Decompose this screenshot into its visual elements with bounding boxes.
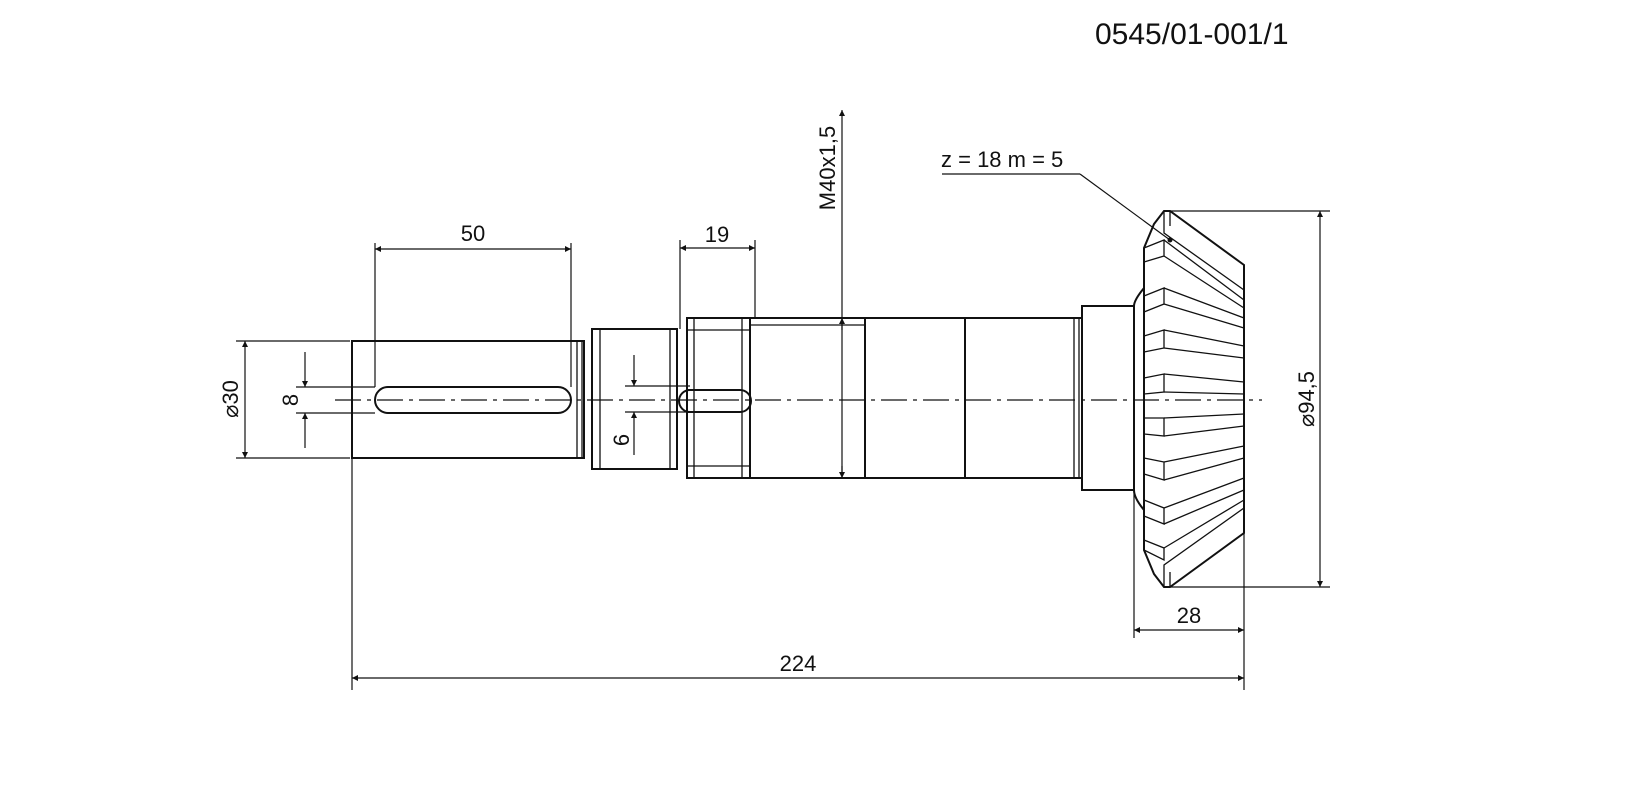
collar-section [591, 328, 678, 470]
drawing-number: 0545/01-001/1 [1095, 18, 1289, 51]
dim-gear-spec-label: z = 18 m = 5 [941, 147, 1063, 172]
bevel-gear [1133, 210, 1245, 588]
dim-shaft-diameter: ⌀30 [218, 340, 350, 459]
dimensions: 50 19 M40x1,5 z = 18 m = 5 ⌀ [218, 110, 1330, 690]
dim-gear-spec: z = 18 m = 5 [941, 147, 1173, 243]
dim-shaft-diameter-label: ⌀30 [218, 380, 243, 418]
seat-section [749, 317, 866, 479]
dim-keyway-width: 8 [278, 352, 375, 448]
shoulder-section [864, 317, 966, 479]
dim-thread-label: M40x1,5 [815, 126, 840, 210]
dim-groove-width-label: 19 [705, 222, 729, 247]
dim-overall-length: 224 [351, 458, 1244, 690]
dim-keyway-length-label: 50 [461, 221, 485, 246]
shaft-outline [351, 305, 1135, 491]
dim-groove-depth: 6 [609, 355, 690, 455]
dim-groove-width: 19 [679, 222, 756, 329]
dim-groove-depth-label: 6 [609, 434, 634, 446]
dim-overall-length-label: 224 [780, 651, 817, 676]
gear-outline [1133, 210, 1245, 588]
dim-gear-diameter-label: ⌀94,5 [1294, 371, 1319, 427]
gear-hub [1081, 305, 1135, 491]
dim-thread: M40x1,5 [815, 110, 845, 478]
dim-gear-diameter: ⌀94,5 [1170, 210, 1330, 588]
threaded-section [686, 317, 751, 479]
dim-keyway-length: 50 [374, 221, 572, 387]
dim-keyway-width-label: 8 [278, 394, 303, 406]
gear-teeth [1143, 239, 1245, 562]
dim-gear-width: 28 [1133, 490, 1245, 690]
bearing-seat-section [964, 317, 1083, 479]
dim-gear-width-label: 28 [1177, 603, 1201, 628]
